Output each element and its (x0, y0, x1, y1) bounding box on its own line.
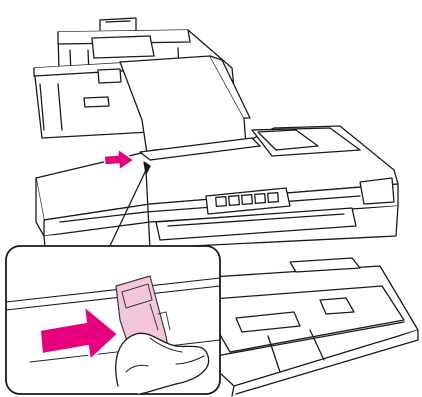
printer-body (36, 126, 398, 258)
detail-inset (6, 246, 220, 394)
